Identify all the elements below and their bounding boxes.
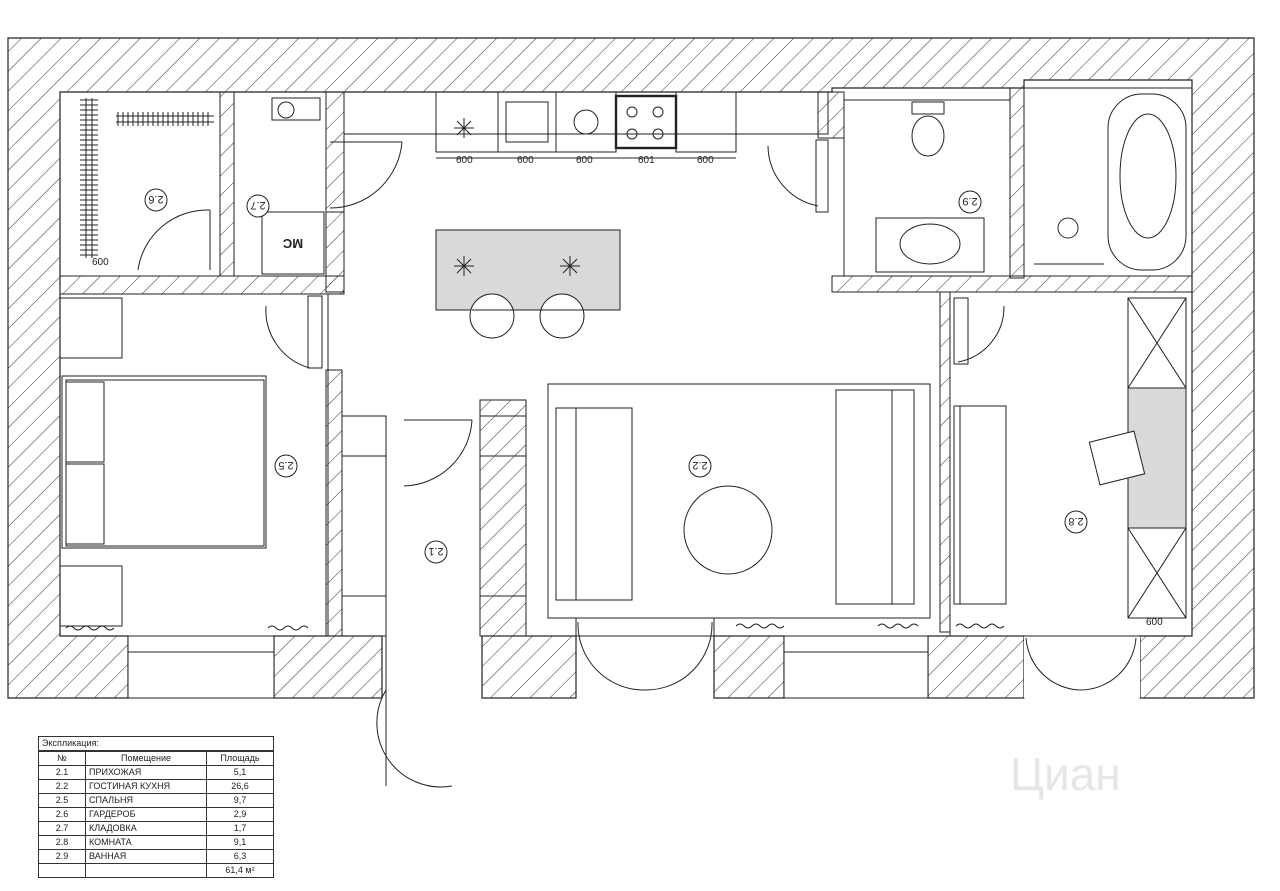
room-tag-circle bbox=[958, 190, 982, 214]
explication-cell-area: 2,9 bbox=[206, 807, 273, 822]
room-tag-label: 2.2 bbox=[692, 459, 707, 471]
explication-cell-area: 6,3 bbox=[206, 849, 273, 864]
room-tag: 2.8 bbox=[1064, 510, 1088, 534]
explication-cell-area: 9,1 bbox=[206, 835, 273, 850]
room-tag-circle bbox=[274, 454, 298, 478]
header-no: № bbox=[39, 751, 86, 766]
room-furniture bbox=[949, 291, 1193, 637]
explication-cell-room: ПРИХОЖАЯ bbox=[85, 765, 207, 780]
explication-total-row: 61,4 м² bbox=[39, 863, 273, 877]
hallway-closets bbox=[341, 415, 527, 637]
room-tag-circle bbox=[1064, 510, 1088, 534]
explication-cell-no: 2.2 bbox=[39, 779, 86, 794]
snowflake-icon bbox=[454, 256, 580, 276]
explication-cell-area: 5,1 bbox=[206, 765, 273, 780]
room-tag-circle bbox=[424, 540, 448, 564]
room-tag-label: 2.9 bbox=[962, 195, 977, 207]
explication-cell-no: 2.8 bbox=[39, 835, 86, 850]
living-furniture bbox=[547, 383, 931, 629]
wardrobe-shelving bbox=[80, 98, 214, 258]
bathroom-fixtures bbox=[843, 87, 1193, 277]
dim-room: 600 bbox=[1146, 617, 1163, 628]
room-tag: 2.2 bbox=[688, 454, 712, 478]
watermark-text: Циан bbox=[1010, 748, 1121, 800]
dim-wardrobe: 600 bbox=[92, 257, 109, 268]
explication-cell-no: 2.1 bbox=[39, 765, 86, 780]
dim-kitchen-4: 601 bbox=[638, 155, 655, 166]
room-tag-label: 2.8 bbox=[1068, 515, 1083, 527]
explication-cell-room: ГОСТИНАЯ КУХНЯ bbox=[85, 779, 207, 794]
dim-kitchen-2: 600 bbox=[517, 155, 534, 166]
explication-empty-cell bbox=[39, 863, 86, 877]
explication-cell-area: 1,7 bbox=[206, 821, 273, 836]
explication-cell-no: 2.7 bbox=[39, 821, 86, 836]
room-tag-label: 2.7 bbox=[250, 199, 265, 211]
explication-cell-room: ГАРДЕРОБ bbox=[85, 807, 207, 822]
header-area: Площадь bbox=[206, 751, 273, 766]
interior-walls bbox=[59, 87, 1193, 637]
bedroom-furniture bbox=[59, 293, 329, 637]
snowflake-icon bbox=[454, 118, 474, 138]
explication-cell-no: 2.5 bbox=[39, 793, 86, 808]
room-tag: 2.1 bbox=[424, 540, 448, 564]
explication-cell-room: СПАЛЬНЯ bbox=[85, 793, 207, 808]
room-tag-circle bbox=[688, 454, 712, 478]
explication-empty-cell bbox=[85, 863, 207, 877]
storage-room bbox=[233, 91, 327, 277]
explication-cell-room: КЛАДОВКА bbox=[85, 821, 207, 836]
explication-cell-area: 26,6 bbox=[206, 779, 273, 794]
explication-cell-area: 9,7 bbox=[206, 793, 273, 808]
explication-cell-room: ВАННАЯ bbox=[85, 849, 207, 864]
room-tag-label: 2.5 bbox=[278, 459, 293, 471]
room-tag: 2.5 bbox=[274, 454, 298, 478]
header-room: Помещение bbox=[85, 751, 207, 766]
storage-label: МС bbox=[282, 236, 303, 251]
dim-kitchen-1: 600 bbox=[456, 155, 473, 166]
room-tag: 2.9 bbox=[958, 190, 982, 214]
explication-cell-room: КОМНАТА bbox=[85, 835, 207, 850]
room-tag-label: 2.6 bbox=[148, 193, 163, 205]
dim-kitchen-3: 600 bbox=[576, 155, 593, 166]
room-tags: 2.1 2.2 2.5 2.6 2.7 2.8 2.9 bbox=[144, 188, 1088, 564]
explication-caption: Экспликация: bbox=[39, 737, 273, 751]
kitchen-island bbox=[435, 229, 621, 339]
explication-header-row: № Помещение Площадь bbox=[39, 751, 273, 766]
room-tag-label: 2.1 bbox=[428, 545, 443, 557]
exterior-walls bbox=[7, 37, 1255, 699]
kitchen-counter bbox=[343, 91, 829, 159]
room-tag: 2.6 bbox=[144, 188, 168, 212]
room-tag-circle bbox=[144, 188, 168, 212]
explication-cell-no: 2.9 bbox=[39, 849, 86, 864]
explication-total: 61,4 м² bbox=[206, 863, 273, 877]
room-tag: 2.7 bbox=[246, 194, 270, 218]
room-tag-circle bbox=[246, 194, 270, 218]
doors bbox=[137, 139, 1137, 788]
explication-cell-no: 2.6 bbox=[39, 807, 86, 822]
dim-kitchen-5: 600 bbox=[697, 155, 714, 166]
